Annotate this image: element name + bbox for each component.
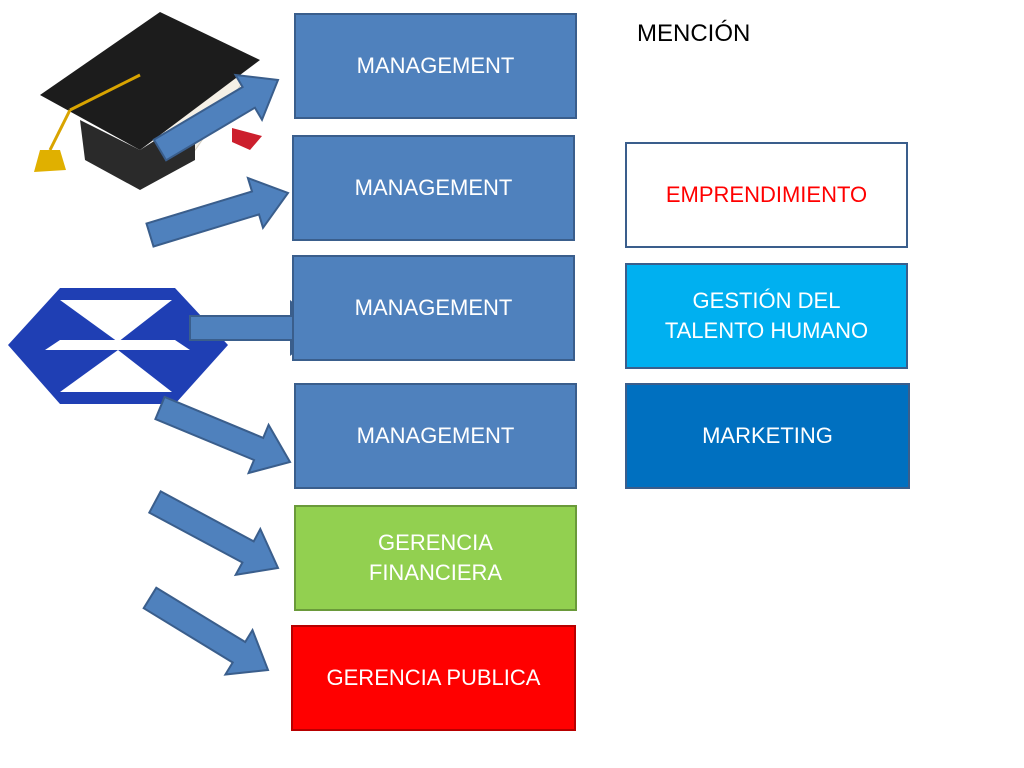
mencion-heading: MENCIÓN (637, 20, 751, 47)
marketing-box: MARKETING (625, 383, 910, 489)
arrow-4 (154, 395, 292, 475)
management-box-1: MANAGEMENT (294, 13, 577, 119)
emprendimiento-box: EMPRENDIMIENTO (625, 142, 908, 248)
university-logo-icon (8, 288, 228, 404)
management-box-2: MANAGEMENT (292, 135, 575, 241)
arrow-2 (145, 176, 290, 248)
arrow-6 (142, 586, 270, 676)
gerencia-financiera-box: GERENCIA FINANCIERA (294, 505, 577, 611)
gerencia-publica-box: GERENCIA PUBLICA (291, 625, 576, 731)
arrow-1 (152, 73, 280, 162)
management-box-3: MANAGEMENT (292, 255, 575, 361)
management-box-4: MANAGEMENT (294, 383, 577, 489)
arrow-5 (147, 490, 280, 577)
gestion-talento-humano-box: GESTIÓN DEL TALENTO HUMANO (625, 263, 908, 369)
